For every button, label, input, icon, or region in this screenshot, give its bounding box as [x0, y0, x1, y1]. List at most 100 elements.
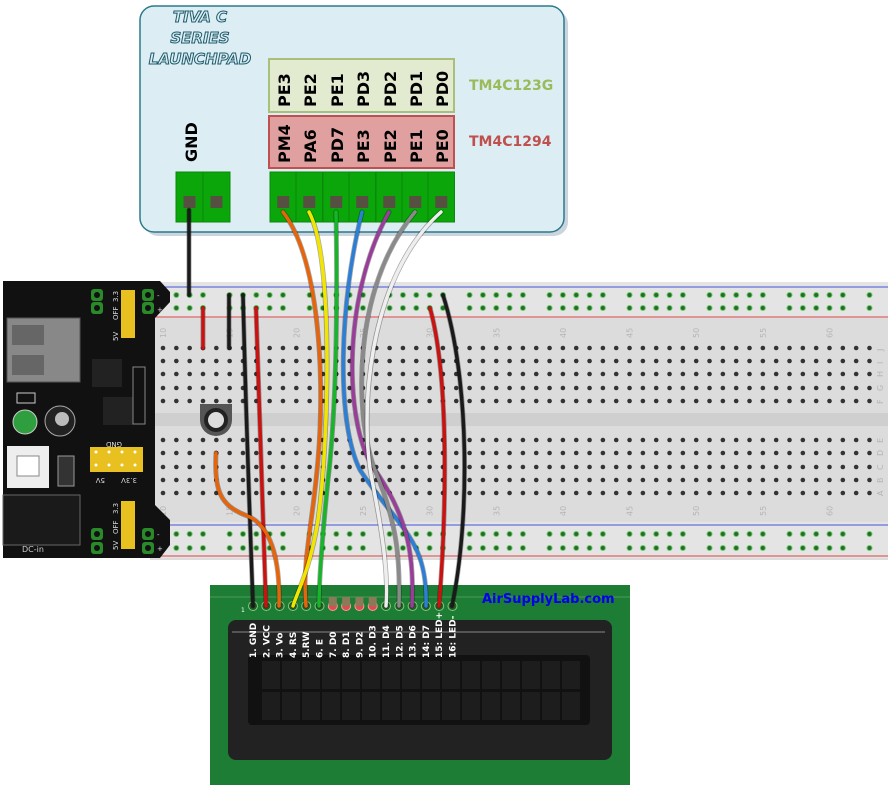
rail-hole[interactable]: [573, 305, 580, 311]
breadboard-hole[interactable]: [840, 464, 846, 470]
rail-hole[interactable]: [759, 531, 766, 537]
breadboard-hole[interactable]: [267, 477, 272, 483]
rail-hole[interactable]: [506, 292, 513, 298]
rail-hole[interactable]: [279, 305, 286, 311]
breadboard-hole[interactable]: [160, 477, 166, 483]
breadboard-hole[interactable]: [533, 464, 539, 470]
breadboard-hole[interactable]: [747, 464, 752, 470]
rail-hole[interactable]: [239, 545, 246, 551]
breadboard-hole[interactable]: [613, 490, 619, 496]
breadboard-hole[interactable]: [520, 490, 526, 496]
breadboard-hole[interactable]: [707, 358, 712, 364]
breadboard-hole[interactable]: [813, 490, 819, 496]
breadboard-hole[interactable]: [587, 477, 592, 483]
breadboard-hole[interactable]: [427, 490, 432, 496]
breadboard-hole[interactable]: [733, 385, 739, 391]
breadboard-hole[interactable]: [493, 490, 499, 496]
rail-hole[interactable]: [253, 545, 260, 551]
breadboard-hole[interactable]: [853, 371, 859, 377]
breadboard-hole[interactable]: [333, 437, 339, 443]
breadboard-hole[interactable]: [214, 358, 219, 364]
breadboard-hole[interactable]: [227, 398, 232, 404]
rail-hole[interactable]: [399, 305, 406, 311]
breadboard-hole[interactable]: [853, 490, 859, 496]
breadboard-hole[interactable]: [200, 358, 206, 364]
breadboard-hole[interactable]: [333, 477, 339, 483]
breadboard-hole[interactable]: [867, 358, 872, 364]
breadboard-hole[interactable]: [827, 450, 832, 456]
breadboard-hole[interactable]: [413, 450, 419, 456]
breadboard-hole[interactable]: [653, 477, 659, 483]
breadboard-hole[interactable]: [627, 398, 632, 404]
breadboard-hole[interactable]: [174, 371, 179, 377]
breadboard-hole[interactable]: [733, 358, 739, 364]
rail-hole[interactable]: [186, 545, 193, 551]
breadboard-hole[interactable]: [373, 385, 379, 391]
breadboard-hole[interactable]: [867, 385, 872, 391]
rail-hole[interactable]: [839, 305, 846, 311]
breadboard-hole[interactable]: [787, 371, 792, 377]
breadboard-hole[interactable]: [667, 490, 672, 496]
breadboard-hole[interactable]: [827, 371, 832, 377]
breadboard-hole[interactable]: [573, 437, 579, 443]
breadboard-hole[interactable]: [787, 385, 792, 391]
breadboard-hole[interactable]: [560, 477, 566, 483]
breadboard-hole[interactable]: [640, 371, 646, 377]
breadboard-hole[interactable]: [680, 477, 686, 483]
breadboard-hole[interactable]: [800, 490, 806, 496]
breadboard-hole[interactable]: [520, 371, 526, 377]
breadboard-hole[interactable]: [627, 358, 632, 364]
breadboard-hole[interactable]: [813, 464, 819, 470]
breadboard-hole[interactable]: [693, 450, 699, 456]
breadboard-hole[interactable]: [773, 477, 779, 483]
breadboard-hole[interactable]: [427, 371, 432, 377]
breadboard-hole[interactable]: [413, 398, 419, 404]
breadboard-hole[interactable]: [813, 385, 819, 391]
rail-hole[interactable]: [279, 545, 286, 551]
breadboard-hole[interactable]: [200, 450, 206, 456]
breadboard-hole[interactable]: [827, 464, 832, 470]
breadboard-hole[interactable]: [653, 345, 659, 351]
rail-hole[interactable]: [839, 531, 846, 537]
breadboard-hole[interactable]: [160, 371, 166, 377]
breadboard-hole[interactable]: [813, 477, 819, 483]
breadboard-hole[interactable]: [827, 385, 832, 391]
breadboard-hole[interactable]: [294, 398, 299, 404]
lcd-e-wire[interactable]: [317, 210, 339, 608]
breadboard-hole[interactable]: [760, 358, 766, 364]
breadboard-hole[interactable]: [813, 358, 819, 364]
breadboard-hole[interactable]: [254, 464, 259, 470]
breadboard-hole[interactable]: [720, 450, 726, 456]
breadboard-hole[interactable]: [347, 490, 352, 496]
breadboard-hole[interactable]: [627, 450, 632, 456]
breadboard-hole[interactable]: [627, 464, 632, 470]
breadboard-hole[interactable]: [787, 345, 792, 351]
breadboard-hole[interactable]: [680, 450, 686, 456]
rail-hole[interactable]: [399, 292, 406, 298]
breadboard-hole[interactable]: [347, 398, 352, 404]
breadboard-hole[interactable]: [560, 345, 566, 351]
breadboard-hole[interactable]: [787, 450, 792, 456]
rail-hole[interactable]: [413, 531, 420, 537]
breadboard-hole[interactable]: [267, 464, 272, 470]
breadboard-hole[interactable]: [307, 398, 312, 404]
breadboard-hole[interactable]: [707, 371, 712, 377]
breadboard-hole[interactable]: [227, 477, 232, 483]
breadboard-hole[interactable]: [214, 385, 219, 391]
breadboard-hole[interactable]: [760, 450, 766, 456]
lcd-gnd-wire[interactable]: [241, 293, 255, 608]
breadboard-hole[interactable]: [760, 490, 766, 496]
breadboard-hole[interactable]: [787, 490, 792, 496]
rail-hole[interactable]: [173, 305, 180, 311]
breadboard-hole[interactable]: [547, 398, 552, 404]
breadboard-hole[interactable]: [573, 450, 579, 456]
breadboard-hole[interactable]: [787, 398, 792, 404]
rail-hole[interactable]: [813, 305, 820, 311]
breadboard-hole[interactable]: [640, 450, 646, 456]
breadboard-hole[interactable]: [800, 385, 806, 391]
top-jumper[interactable]: [121, 290, 135, 338]
rail-hole[interactable]: [733, 531, 740, 537]
breadboard-hole[interactable]: [600, 385, 606, 391]
breadboard-hole[interactable]: [760, 345, 766, 351]
breadboard-hole[interactable]: [533, 385, 539, 391]
